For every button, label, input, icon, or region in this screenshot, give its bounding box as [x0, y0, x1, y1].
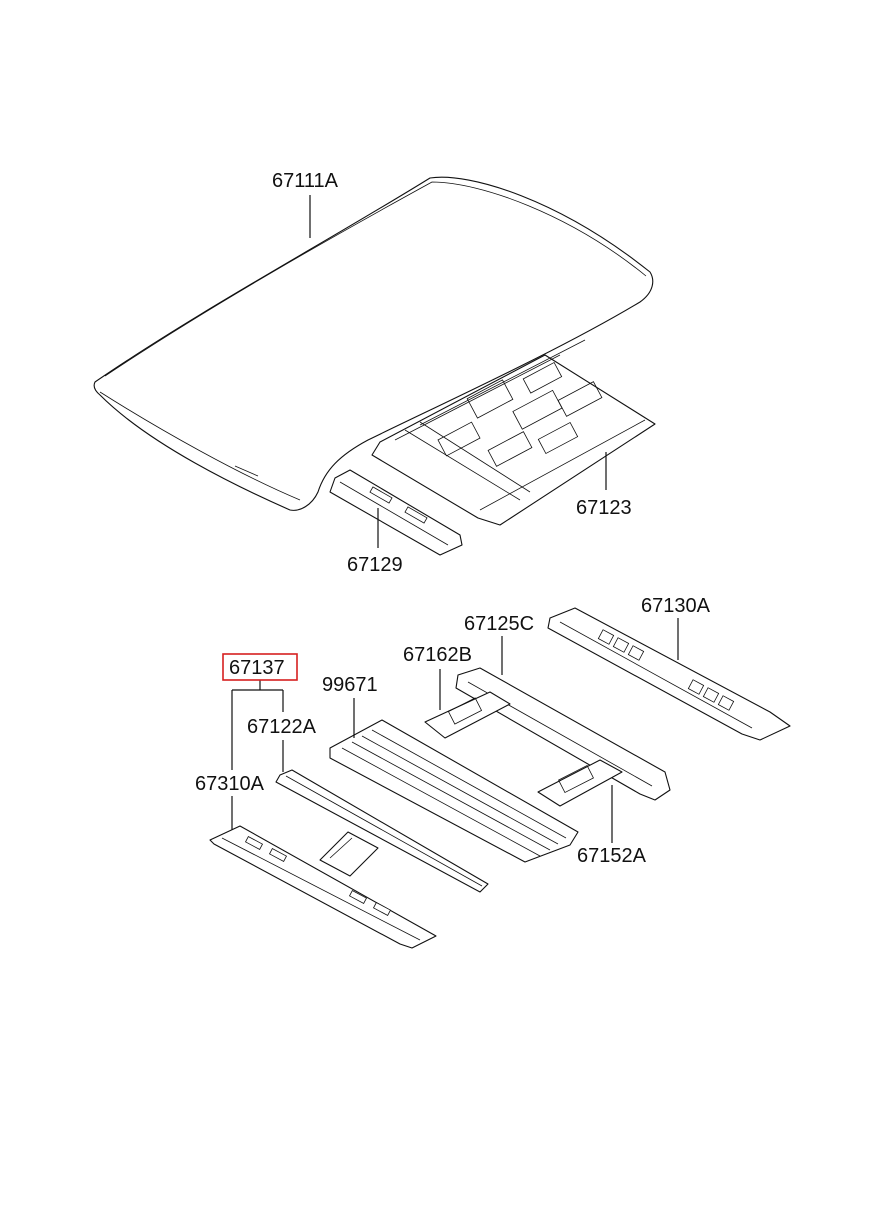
label-67122A[interactable]: 67122A	[247, 716, 317, 738]
roof-rail-122[interactable]	[275, 769, 489, 893]
label-67129[interactable]: 67129	[347, 554, 403, 576]
label-67137[interactable]: 67137	[229, 657, 285, 679]
rear-roof-rail[interactable]	[371, 339, 656, 526]
front-roof-rail[interactable]	[329, 469, 463, 556]
bracket-152[interactable]	[537, 759, 623, 807]
label-67162B[interactable]: 67162B	[403, 644, 472, 666]
leader-lines	[231, 195, 679, 843]
roof-bow-130[interactable]	[547, 607, 791, 741]
label-67111A[interactable]: 67111A	[272, 170, 339, 192]
label-67125C[interactable]: 67125C	[464, 613, 534, 635]
label-67310A[interactable]: 67310A	[195, 773, 265, 795]
bracket-162[interactable]	[424, 691, 511, 739]
roof-panel[interactable]	[93, 176, 654, 511]
label-67130A[interactable]: 67130A	[641, 595, 711, 617]
label-67152A[interactable]: 67152A	[577, 845, 647, 867]
label-99671[interactable]: 99671	[322, 674, 378, 696]
highlight-box	[222, 653, 298, 681]
roof-bow-99671[interactable]	[329, 719, 579, 863]
roof-rail-310[interactable]	[209, 825, 437, 949]
label-67123[interactable]: 67123	[576, 497, 632, 519]
